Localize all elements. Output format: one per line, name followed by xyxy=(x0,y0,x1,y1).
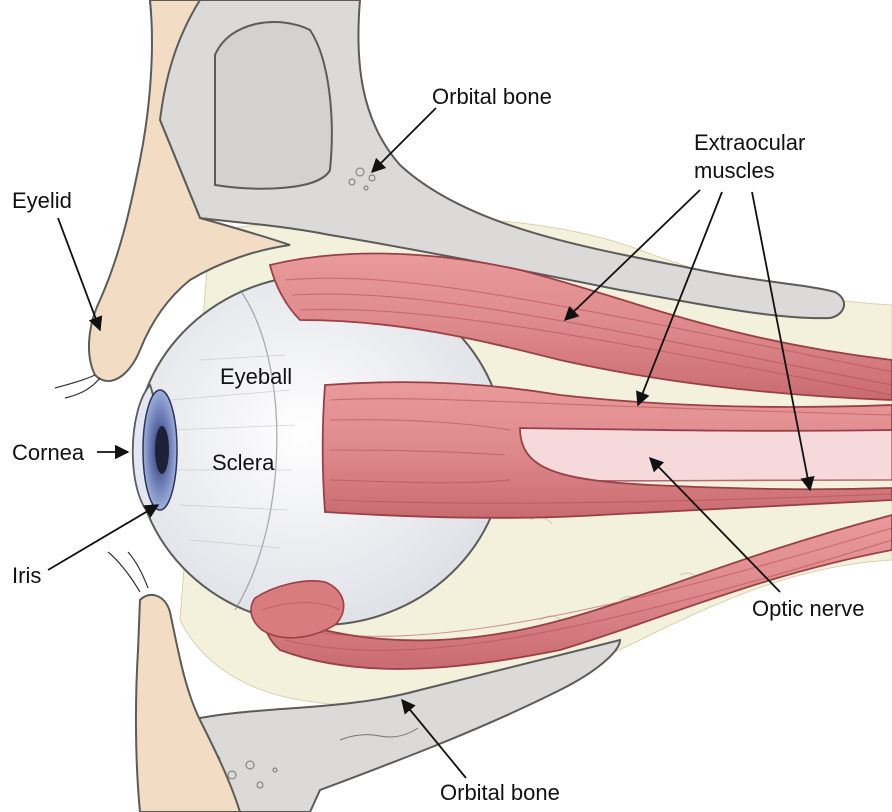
pupil xyxy=(155,426,169,474)
leader-iris xyxy=(48,505,158,570)
label-cornea: Cornea xyxy=(12,440,85,465)
eyelashes-lower xyxy=(108,552,148,592)
label-sclera: Sclera xyxy=(212,450,275,475)
orbital-bone-upper-sinus xyxy=(215,22,332,189)
leader-eyelid xyxy=(58,218,100,330)
label-eyeball: Eyeball xyxy=(220,364,292,389)
label-eyelid: Eyelid xyxy=(12,188,72,213)
label-optic-nerve: Optic nerve xyxy=(752,596,865,621)
label-extraocular-line2: muscles xyxy=(694,158,775,183)
label-orbital-bone-bottom: Orbital bone xyxy=(440,780,560,805)
label-extraocular-line1: Extraocular xyxy=(694,130,805,155)
eyelashes-upper xyxy=(55,375,100,398)
label-orbital-bone-top: Orbital bone xyxy=(432,84,552,109)
label-iris: Iris xyxy=(12,563,41,588)
